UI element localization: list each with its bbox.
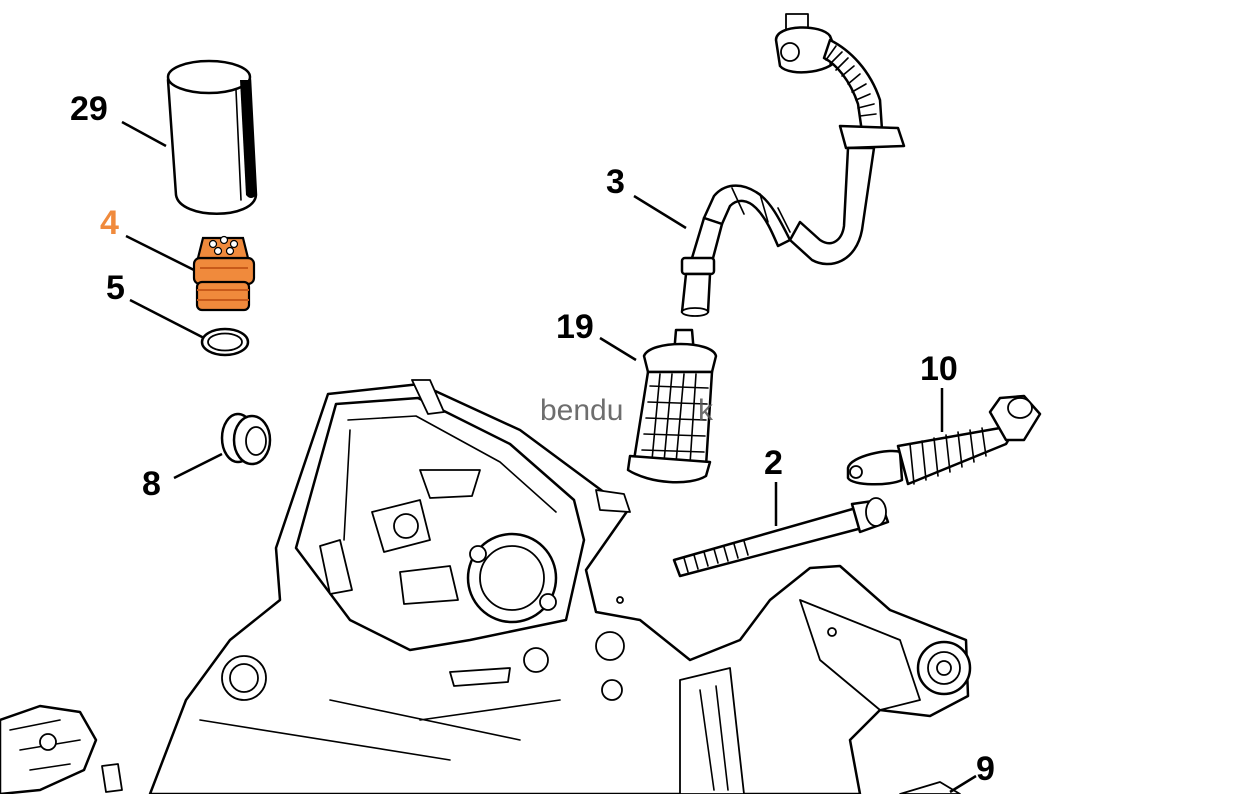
part-19-fuel-filter[interactable] [626, 328, 718, 484]
part-3-fuel-hose[interactable] [680, 13, 906, 317]
label-part-9: 9 [976, 750, 995, 788]
label-part-19: 19 [556, 308, 594, 346]
part-5-o-ring[interactable] [200, 327, 250, 357]
watermark-text-tail: k [698, 394, 714, 427]
part-10-hose[interactable] [846, 394, 1042, 486]
part-9-piece[interactable] [899, 781, 961, 794]
label-part-3: 3 [606, 163, 625, 201]
part-8-grommet[interactable] [220, 412, 272, 466]
label-part-4: 4 [100, 204, 119, 242]
watermark-text: bendu [540, 394, 623, 427]
left-mechanism[interactable] [0, 704, 123, 794]
label-part-8: 8 [142, 465, 161, 503]
label-part-10: 10 [920, 350, 958, 388]
label-part-29: 29 [70, 90, 108, 128]
label-part-2: 2 [764, 444, 783, 482]
label-part-5: 5 [106, 269, 125, 307]
leader-lines [121, 120, 977, 794]
part-4-fitting[interactable] [192, 235, 256, 312]
part-2-bolt[interactable] [672, 497, 890, 578]
part-29-cylinder[interactable] [166, 59, 258, 215]
main-housing[interactable] [148, 379, 972, 794]
